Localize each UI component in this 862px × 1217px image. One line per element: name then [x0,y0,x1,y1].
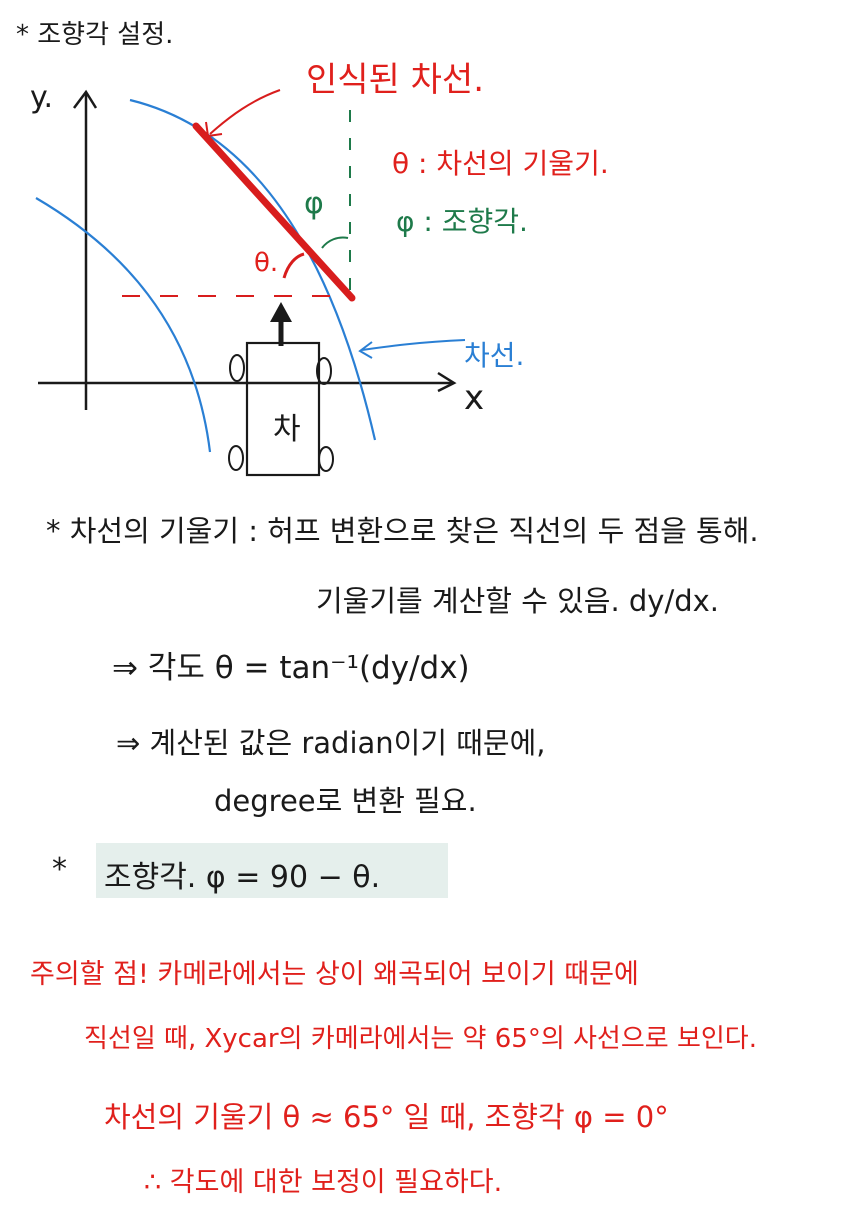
car-wheel-front-left [229,354,245,382]
heading-arrowhead [270,302,292,322]
caution-line-2: 직선일 때, Xycar의 카메라에서는 약 65°의 사선으로 보인다. [84,1024,757,1054]
steering-diagram [35,89,466,477]
caution-line-1: 주의할 점! 카메라에서는 상이 왜곡되어 보이기 때문에 [30,959,639,990]
slope-line-1: * 차선의 기울기 : 허프 변환으로 찾은 직선의 두 점을 통해. [46,514,759,548]
legend-phi: φ : 조향각. [396,205,528,238]
x-axis-arrowhead [437,371,457,393]
car-wheel-rear-left [228,445,244,471]
phi-arc [321,236,349,249]
page-title: * 조향각 설정. [16,20,174,50]
y-axis-arrowhead [73,89,98,109]
steering-formula: 조향각. φ = 90 − θ. [104,860,381,895]
degree-note: degree로 변환 필요. [214,784,477,818]
theta-arc [282,252,305,279]
lane-pointer-arrow [361,339,466,351]
x-axis-label: x [464,378,485,418]
caution-line-3: 차선의 기울기 θ ≈ 65° 일 때, 조향각 φ = 0° [104,1100,669,1134]
detected-lane-line [192,122,356,302]
theta-label: θ. [254,248,279,278]
detected-lane-label: 인식된 차선. [306,60,485,100]
car-wheel-front-right [316,357,332,385]
angle-formula: ⇒ 각도 θ = tan⁻¹(dy/dx) [112,650,470,686]
radian-note: ⇒ 계산된 값은 radian이기 때문에, [116,726,546,760]
right-lane [129,98,377,441]
y-axis-label: y. [30,80,54,115]
lane-label: 차선. [464,339,525,372]
phi-label: φ [304,186,324,221]
car-wheel-rear-right [318,446,334,472]
legend-theta: θ : 차선의 기울기. [392,147,609,180]
car-label: 차 [273,412,301,447]
lane-pointer-arrowhead [358,341,373,359]
slope-line-2: 기울기를 계산할 수 있음. dy/dx. [316,584,720,618]
left-lane [35,197,212,453]
steering-formula-highlight [96,843,448,898]
caution-line-4: ∴ 각도에 대한 보정이 필요하다. [144,1167,503,1198]
detected-lane-pointer-head [205,121,223,138]
steering-star: * [52,852,67,887]
detected-lane-pointer [209,89,281,135]
